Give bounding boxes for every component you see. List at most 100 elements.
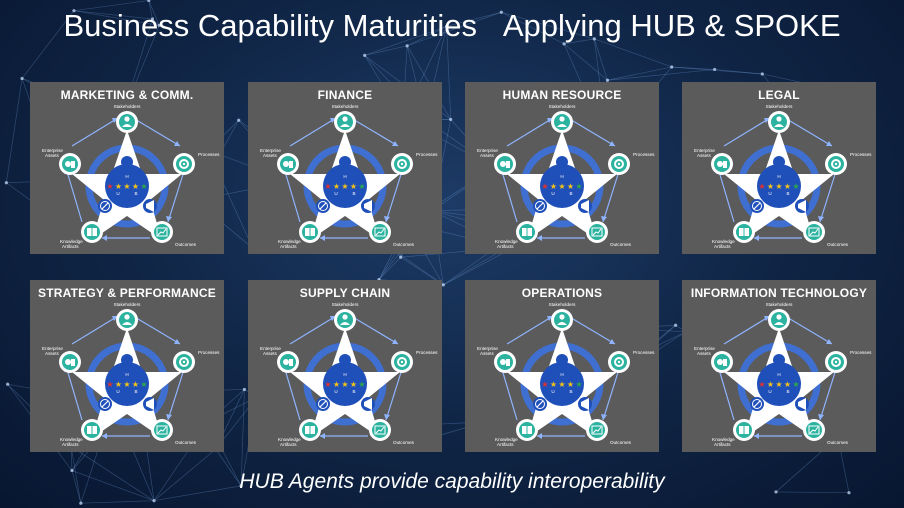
network-node	[847, 491, 851, 495]
megaphone-icon	[581, 398, 589, 410]
network-line	[446, 11, 502, 27]
node-knowledge	[81, 221, 103, 243]
node-processes	[825, 153, 847, 175]
node-processes	[825, 351, 847, 373]
hub-core	[757, 362, 801, 406]
label-stakeholders: Stakeholders	[114, 302, 142, 307]
node-stakeholders	[334, 111, 356, 133]
network-line	[593, 38, 608, 81]
hub-node-top	[339, 156, 351, 168]
hub-letter-h: H	[560, 372, 563, 377]
arrow-heads	[282, 118, 398, 241]
coins-icon	[283, 359, 293, 366]
label-processes: Processes	[198, 350, 220, 355]
maturity-star: ★	[358, 182, 365, 191]
label-enterprise-1: Enterprise	[260, 346, 281, 351]
network-line	[406, 26, 447, 47]
network-line	[714, 69, 763, 75]
label-stakeholders: Stakeholders	[332, 104, 360, 109]
node-stakeholders	[551, 111, 573, 133]
network-node	[79, 501, 83, 505]
node-enterprise	[277, 351, 299, 373]
label-enterprise-2: Assets	[697, 153, 711, 158]
gear-icon	[614, 159, 624, 169]
hub-node-top	[556, 156, 568, 168]
book-icon	[305, 228, 315, 236]
label-knowledge-1: Knowledge	[495, 239, 518, 244]
hub-core	[757, 164, 801, 208]
network-node	[150, 17, 155, 21]
network-line	[215, 448, 242, 487]
hub-spoke-diagram: H U B ★★★★★	[477, 104, 655, 249]
spoke-arrows	[717, 117, 838, 239]
hub-node-top	[121, 156, 133, 168]
node-knowledge	[299, 221, 321, 243]
maturity-star: ★	[784, 182, 791, 191]
label-enterprise-1: Enterprise	[260, 148, 281, 153]
link-icon	[535, 399, 545, 409]
label-stakeholders: Stakeholders	[766, 104, 794, 109]
book-icon	[87, 228, 97, 236]
node-outcomes	[151, 221, 173, 243]
node-stakeholders	[116, 111, 138, 133]
node-enterprise	[494, 351, 516, 373]
coins-icon	[500, 359, 510, 366]
maturity-star: ★	[567, 380, 574, 389]
label-enterprise-1: Enterprise	[477, 148, 498, 153]
maturity-stars: ★★★★★	[324, 380, 365, 389]
network-node	[670, 65, 674, 69]
gear-icon	[831, 159, 841, 169]
coins-icon	[500, 161, 510, 168]
hub-letter-h: H	[777, 372, 780, 377]
label-stakeholders: Stakeholders	[766, 302, 794, 307]
network-node	[152, 499, 156, 503]
maturity-star: ★	[792, 182, 799, 191]
network-line	[378, 251, 397, 280]
hub-core	[105, 164, 149, 208]
hub-node-top	[339, 354, 351, 366]
capability-panel-3: H U B ★★★★★	[682, 82, 876, 254]
network-node	[6, 382, 10, 386]
hub-node-top	[121, 354, 133, 366]
chart-icon	[591, 227, 603, 237]
maturity-star: ★	[358, 380, 365, 389]
book-icon	[87, 426, 97, 434]
network-line	[395, 251, 444, 286]
hub-letter-b: B	[569, 191, 572, 196]
hub-letter-u: U	[334, 191, 337, 196]
maturity-star: ★	[758, 182, 765, 191]
label-knowledge-2: Artifacts	[280, 244, 297, 249]
network-node	[363, 53, 367, 57]
network-line	[501, 11, 565, 45]
node-enterprise	[711, 153, 733, 175]
maturity-star: ★	[575, 380, 582, 389]
footer-caption: HUB Agents provide capability interopera…	[239, 470, 665, 493]
node-knowledge	[516, 221, 538, 243]
network-node	[399, 255, 403, 259]
chart-icon	[374, 227, 386, 237]
network-line	[240, 389, 245, 486]
label-knowledge-2: Artifacts	[497, 442, 514, 447]
coins-icon	[717, 161, 727, 168]
hub-spoke-diagram: H U B ★★★★★	[260, 104, 438, 249]
title-right: Applying HUB & SPOKE	[502, 8, 841, 43]
label-enterprise-1: Enterprise	[694, 148, 715, 153]
chart-icon	[156, 227, 168, 237]
network-line	[364, 26, 447, 56]
label-processes: Processes	[416, 350, 438, 355]
network-node	[760, 72, 764, 76]
person-icon	[557, 116, 567, 127]
maturity-star: ★	[132, 182, 139, 191]
panel-title: INFORMATION TECHNOLOGY	[690, 286, 868, 300]
link-icon	[752, 399, 762, 409]
node-stakeholders	[768, 309, 790, 331]
network-node	[237, 118, 241, 122]
hub-spoke-diagram: H U B ★★★★★	[477, 302, 655, 447]
label-outcomes: Outcomes	[393, 440, 415, 445]
book-icon	[739, 228, 749, 236]
label-enterprise-2: Assets	[697, 351, 711, 356]
capability-panel-6: H U B ★★★★★	[465, 280, 659, 452]
maturity-star: ★	[350, 182, 357, 191]
book-icon	[522, 228, 532, 236]
maturity-star: ★	[341, 182, 348, 191]
